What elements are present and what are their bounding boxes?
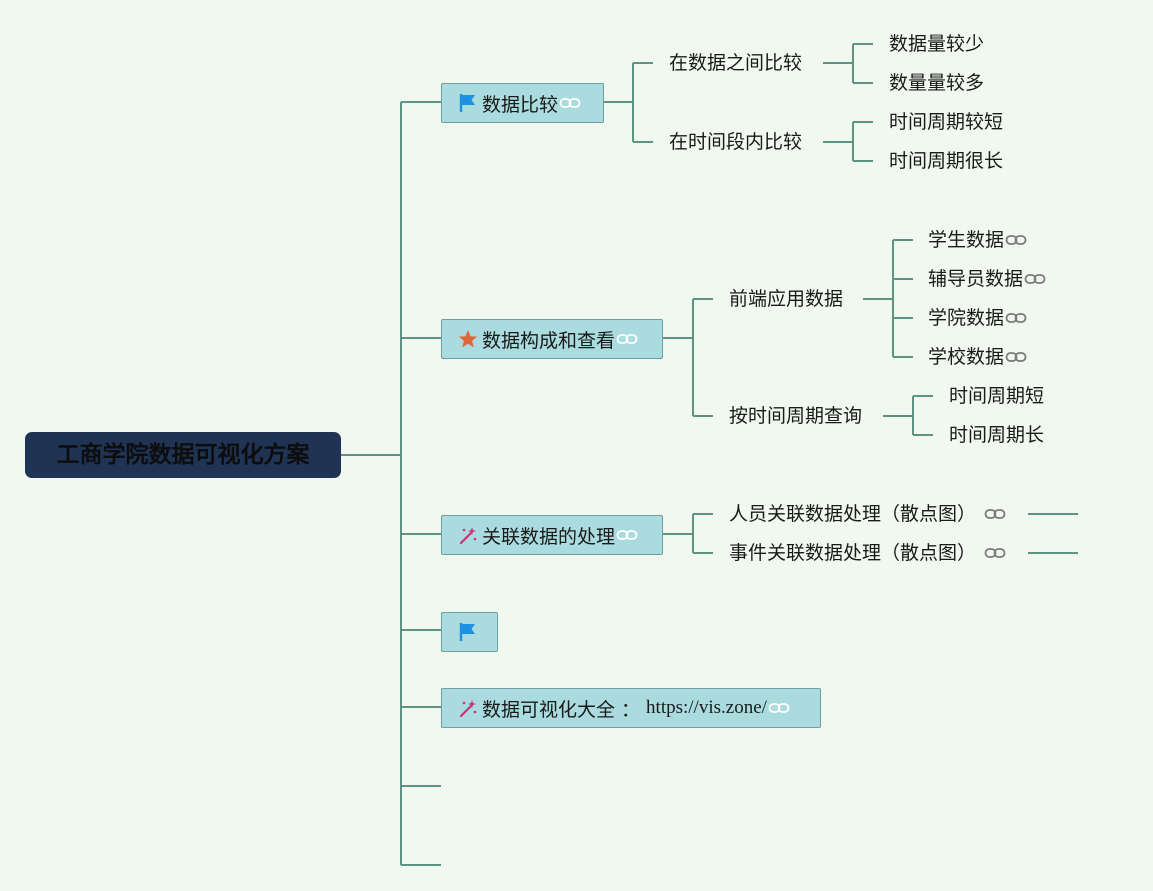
flag-icon: [457, 92, 479, 114]
leaf-counselor-data[interactable]: 辅导员数据: [928, 267, 1046, 291]
link-icon[interactable]: [1024, 272, 1046, 286]
branch-related-data-processing[interactable]: 关联数据的处理: [441, 515, 663, 555]
branch-data-composition[interactable]: 数据构成和查看: [441, 319, 663, 359]
leaf-large-data[interactable]: 数量量较多: [889, 72, 985, 94]
subtopic-compare-over-time[interactable]: 在时间段内比较: [669, 131, 803, 153]
link-icon[interactable]: [768, 701, 790, 715]
subtopic-label: 人员关联数据处理（散点图）: [729, 503, 977, 525]
leaf-label: 辅导员数据: [928, 268, 1024, 290]
leaf-short-period[interactable]: 时间周期较短: [889, 111, 1004, 133]
leaf-label: 学院数据: [928, 307, 1005, 329]
subtopic-person-relation[interactable]: 人员关联数据处理（散点图）: [729, 502, 1006, 526]
leaf-long-cycle[interactable]: 时间周期长: [949, 424, 1045, 446]
subtopic-event-relation[interactable]: 事件关联数据处理（散点图）: [729, 541, 1006, 565]
branch-label: 数据比较: [482, 93, 559, 116]
magic-wand-icon: [457, 697, 479, 719]
link-icon[interactable]: [559, 96, 581, 110]
leaf-school-data[interactable]: 学校数据: [928, 345, 1027, 369]
branch-visualization-resources[interactable]: 数据可视化大全 ： https://vis.zone/: [441, 688, 821, 728]
link-icon[interactable]: [984, 546, 1006, 560]
branch-flag-only[interactable]: [441, 612, 498, 652]
star-icon: [457, 328, 479, 350]
subtopic-query-by-period[interactable]: 按时间周期查询: [729, 405, 863, 427]
link-icon[interactable]: [616, 528, 638, 542]
branch-label: 关联数据的处理: [482, 525, 616, 548]
branch-label: 数据可视化大全 ：: [482, 698, 641, 721]
leaf-short-cycle[interactable]: 时间周期短: [949, 385, 1045, 407]
branch-data-comparison[interactable]: 数据比较: [441, 83, 604, 123]
branch-label: 数据构成和查看: [482, 329, 616, 352]
leaf-long-period[interactable]: 时间周期很长: [889, 150, 1004, 172]
link-icon[interactable]: [1005, 233, 1027, 247]
subtopic-frontend-data[interactable]: 前端应用数据: [729, 288, 844, 310]
root-topic[interactable]: 工商学院数据可视化方案: [25, 432, 341, 478]
link-icon[interactable]: [1005, 311, 1027, 325]
link-icon[interactable]: [1005, 350, 1027, 364]
leaf-label: 学生数据: [928, 229, 1005, 251]
subtopic-label: 事件关联数据处理（散点图）: [729, 542, 977, 564]
link-icon[interactable]: [984, 507, 1006, 521]
leaf-small-data[interactable]: 数据量较少: [889, 33, 985, 55]
leaf-student-data[interactable]: 学生数据: [928, 228, 1027, 252]
flag-icon: [457, 621, 479, 643]
resource-url[interactable]: https://vis.zone/: [646, 697, 767, 718]
subtopic-compare-between-data[interactable]: 在数据之间比较: [669, 52, 803, 74]
leaf-label: 学校数据: [928, 346, 1005, 368]
link-icon[interactable]: [616, 332, 638, 346]
magic-wand-icon: [457, 524, 479, 546]
leaf-college-data[interactable]: 学院数据: [928, 306, 1027, 330]
